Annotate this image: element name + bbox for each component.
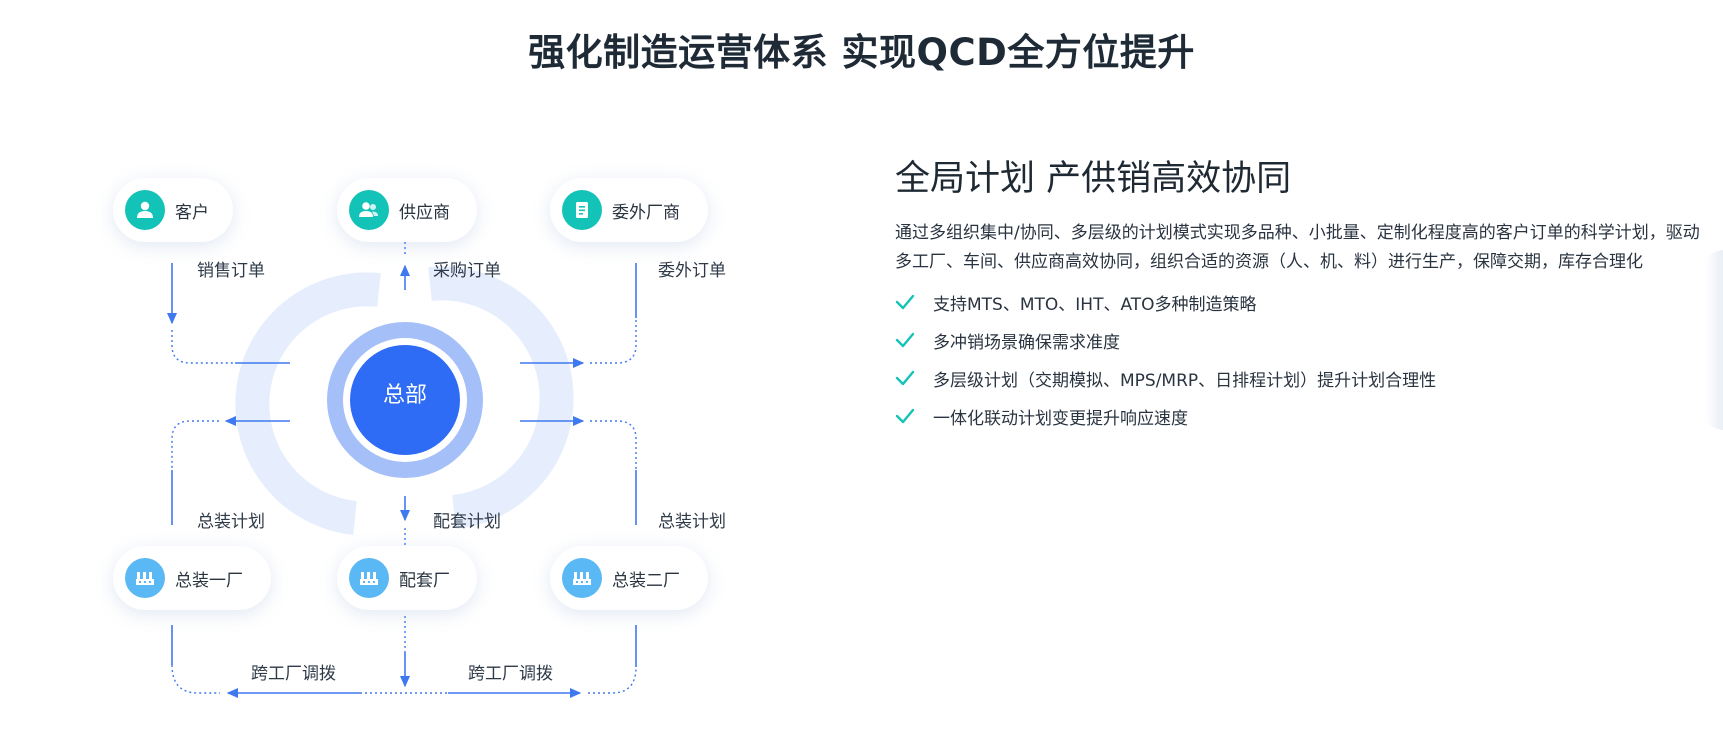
feature-list: 支持MTS、MTO、IHT、ATO多种制造策略 多冲销场景确保需求准度 多层级计… (895, 283, 1715, 435)
check-icon (895, 332, 915, 348)
node-supplier-label: 供应商 (399, 202, 450, 223)
node-plant-1: 总装一厂 (113, 546, 271, 610)
document-icon (562, 190, 602, 230)
node-outsourcer: 委外厂商 (550, 178, 708, 242)
edge-label-transfer-left: 跨工厂调拨 (251, 664, 336, 684)
node-supplier: 供应商 (337, 178, 477, 242)
edge-label-transfer-right: 跨工厂调拨 (468, 664, 553, 684)
hub-outer-arc-right (428, 266, 574, 529)
feature-text: 多冲销场景确保需求准度 (933, 332, 1120, 353)
feature-text: 一体化联动计划变更提升响应速度 (933, 408, 1188, 429)
feature-text: 多层级计划（交期模拟、MPS/MRP、日排程计划）提升计划合理性 (933, 370, 1437, 391)
edge-label-sales-order: 销售订单 (197, 261, 265, 281)
factory-icon (562, 558, 602, 598)
factory-icon (349, 558, 389, 598)
panel-description: 通过多组织集中/协同、多层级的计划模式实现多品种、小批量、定制化程度高的客户订单… (895, 223, 1700, 272)
feature-item: 多冲销场景确保需求准度 (895, 321, 1715, 359)
hub-label: 总部 (382, 383, 427, 408)
feature-item: 支持MTS、MTO、IHT、ATO多种制造策略 (895, 283, 1715, 321)
check-icon (895, 408, 915, 424)
side-shadow (1705, 250, 1723, 430)
page-title: 强化制造运营体系 实现QCD全方位提升 (528, 31, 1195, 74)
panel-title: 全局计划 产供销高效协同 (895, 159, 1292, 199)
users-icon (349, 190, 389, 230)
user-icon (125, 190, 165, 230)
feature-item: 多层级计划（交期模拟、MPS/MRP、日排程计划）提升计划合理性 (895, 359, 1715, 397)
edge-label-assembly-plan-left: 总装计划 (197, 512, 265, 532)
node-kitting-plant-label: 配套厂 (399, 570, 450, 591)
node-outsourcer-label: 委外厂商 (612, 202, 680, 223)
node-customer: 客户 (113, 178, 233, 242)
feature-panel: 全局计划 产供销高效协同 通过多组织集中/协同、多层级的计划模式实现多品种、小批… (895, 150, 1715, 435)
node-plant-2-label: 总装二厂 (612, 570, 680, 591)
planning-flow-diagram: 总部 客户 供应商 委外厂商 总装一厂 配套厂 总装二厂 (0, 0, 800, 742)
edge-label-assembly-plan-right: 总装计划 (658, 512, 726, 532)
node-kitting-plant: 配套厂 (337, 546, 477, 610)
edge-label-kitting-plan: 配套计划 (433, 512, 501, 532)
check-icon (895, 294, 915, 310)
flow-lines (166, 236, 637, 699)
hub-core (350, 345, 460, 455)
check-icon (895, 370, 915, 386)
factory-icon (125, 558, 165, 598)
feature-item: 一体化联动计划变更提升响应速度 (895, 397, 1715, 435)
node-customer-label: 客户 (175, 202, 209, 223)
node-plant-2: 总装二厂 (550, 546, 708, 610)
feature-text: 支持MTS、MTO、IHT、ATO多种制造策略 (933, 294, 1257, 315)
node-plant-1-label: 总装一厂 (175, 570, 243, 591)
hub-outer-arc-left (235, 272, 381, 535)
edge-label-outsource-order: 委外订单 (658, 261, 726, 281)
edge-label-purchase-order: 采购订单 (433, 261, 501, 281)
